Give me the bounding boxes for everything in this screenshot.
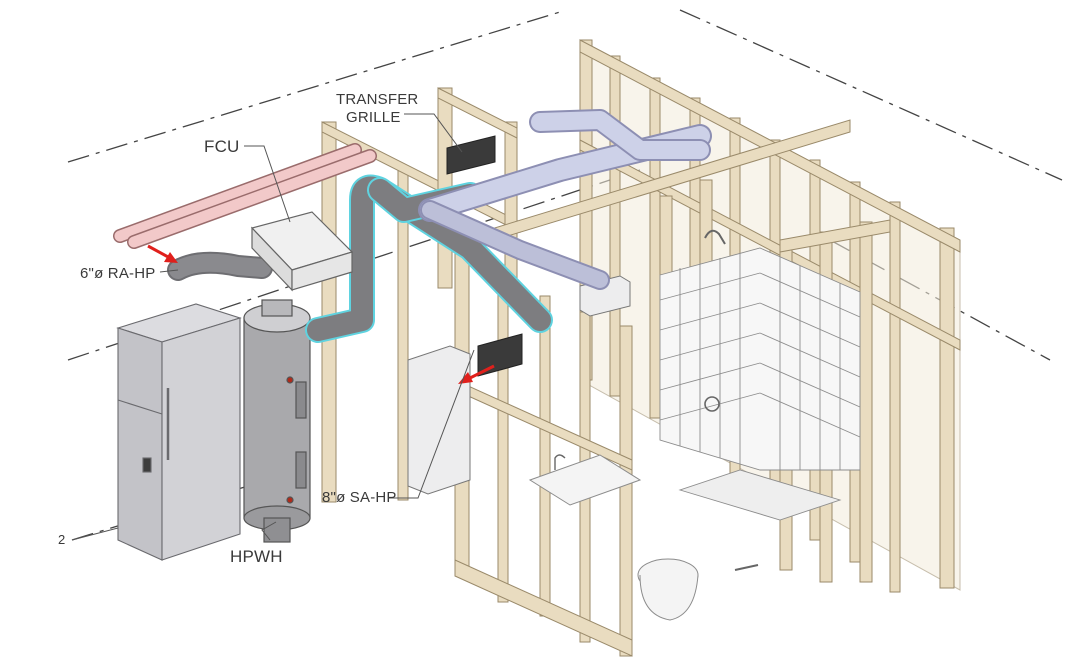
hpwh-tank [243, 299, 311, 543]
fcu-unit [250, 211, 354, 292]
fcu-label: FCU [204, 137, 240, 156]
refrigerator [116, 303, 242, 561]
transfer-grille-label-line1: TRANSFER [336, 91, 418, 108]
transfer-ducts [418, 109, 712, 290]
grid-line-label: 2 [58, 532, 65, 547]
shower-enclosure [659, 229, 861, 521]
transfer-grille-label-line2: GRILLE [346, 109, 401, 126]
transfer-grille-graphic [446, 135, 523, 377]
ra-hp-label: 6"ø RA-HP [80, 265, 155, 282]
return-duct [167, 251, 273, 281]
refrigerant-pipes [113, 143, 377, 249]
hpwh-label: HPWH [230, 547, 283, 566]
sa-hp-label: 8"ø SA-HP [322, 489, 397, 506]
leader-lines [71, 113, 475, 541]
bathroom-fixtures [528, 454, 759, 621]
